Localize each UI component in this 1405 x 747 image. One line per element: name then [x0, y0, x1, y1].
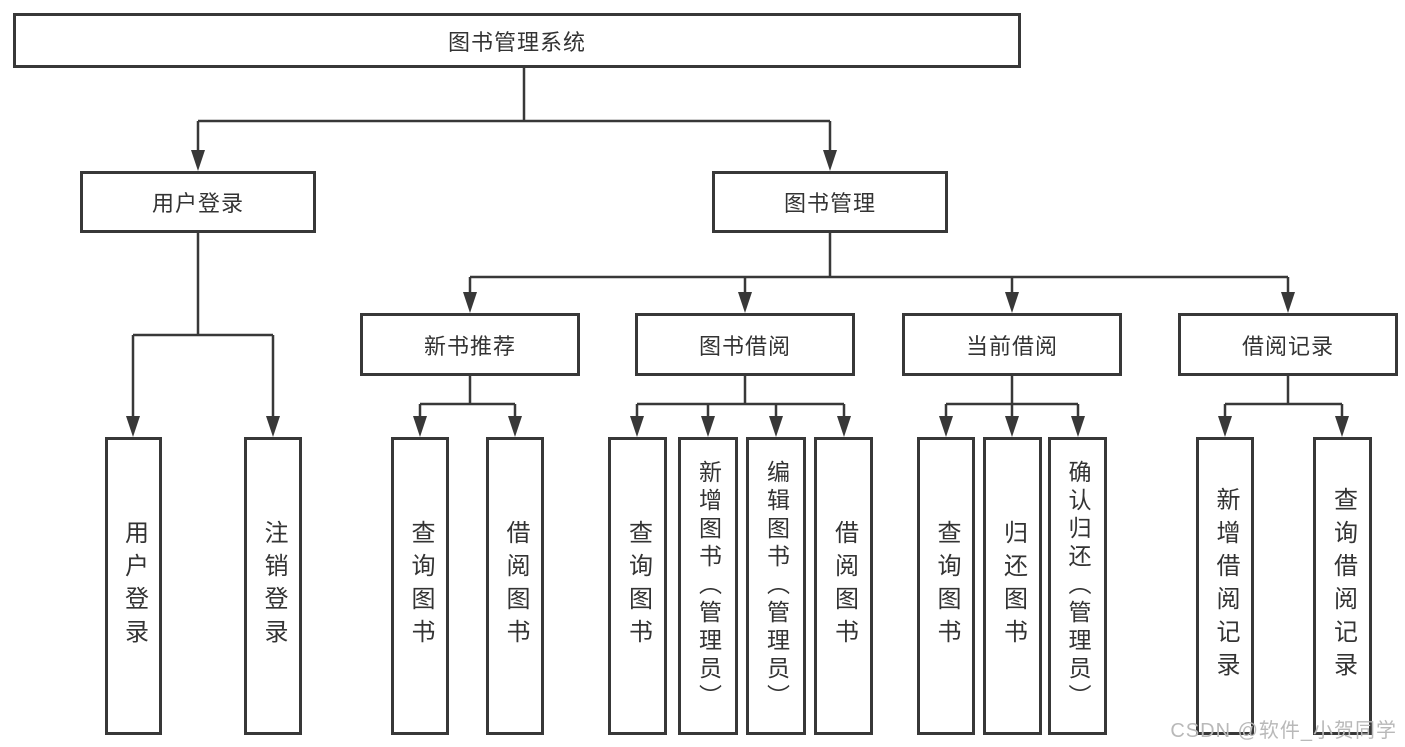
- node-borrow-records: 借阅记录: [1178, 313, 1398, 376]
- leaf-label: 查询借阅记录: [1329, 487, 1357, 685]
- leaf-query-books-borrow: 查询图书: [608, 437, 667, 735]
- node-label: 新书推荐: [423, 333, 516, 359]
- leaf-add-book-admin: 新增图书（管理员）: [678, 437, 738, 735]
- leaf-label: 编辑图书（管理员）: [763, 460, 790, 712]
- leaf-query-borrow-record: 查询借阅记录: [1313, 437, 1372, 735]
- node-new-book-recommend: 新书推荐: [360, 313, 580, 376]
- node-label: 用户登录: [151, 191, 244, 216]
- leaf-user-login: 用户登录: [105, 437, 162, 735]
- node-book-management: 图书管理: [712, 171, 948, 233]
- leaf-label: 借阅图书: [502, 520, 529, 652]
- node-label: 图书管理系统: [447, 29, 586, 55]
- node-book-borrow: 图书借阅: [635, 313, 855, 376]
- leaf-label: 查询图书: [933, 520, 960, 652]
- arrowheads: [126, 150, 1349, 437]
- leaf-edit-book-admin: 编辑图书（管理员）: [746, 437, 806, 735]
- csdn-watermark: CSDN @软件_小贺同学: [1170, 720, 1397, 742]
- leaf-borrow-books: 借阅图书: [814, 437, 873, 735]
- node-label: 图书借阅: [698, 333, 791, 359]
- node-user-login: 用户登录: [80, 171, 316, 233]
- node-label: 借阅记录: [1241, 333, 1334, 359]
- node-label: 图书管理: [783, 191, 876, 216]
- leaf-label: 查询图书: [407, 520, 434, 652]
- leaf-label: 用户登录: [120, 520, 148, 652]
- node-library-management-system: 图书管理系统: [13, 13, 1021, 68]
- leaf-label: 查询图书: [624, 520, 652, 652]
- leaf-label: 确认归还（管理员）: [1065, 460, 1091, 712]
- leaf-label: 归还图书: [999, 520, 1027, 652]
- leaf-label: 新增借阅记录: [1212, 487, 1239, 685]
- leaf-return-book: 归还图书: [983, 437, 1042, 735]
- leaf-query-books-current: 查询图书: [917, 437, 975, 735]
- leaf-confirm-return-admin: 确认归还（管理员）: [1048, 437, 1107, 735]
- leaf-logout: 注销登录: [244, 437, 302, 735]
- leaf-borrow-books-recommend: 借阅图书: [486, 437, 544, 735]
- leaf-label: 借阅图书: [830, 520, 858, 652]
- leaf-label: 新增图书（管理员）: [695, 460, 722, 712]
- node-label: 当前借阅: [965, 333, 1058, 359]
- leaf-add-borrow-record: 新增借阅记录: [1196, 437, 1254, 735]
- leaf-query-books-recommend: 查询图书: [391, 437, 449, 735]
- node-current-borrow: 当前借阅: [902, 313, 1122, 376]
- leaf-label: 注销登录: [260, 520, 287, 652]
